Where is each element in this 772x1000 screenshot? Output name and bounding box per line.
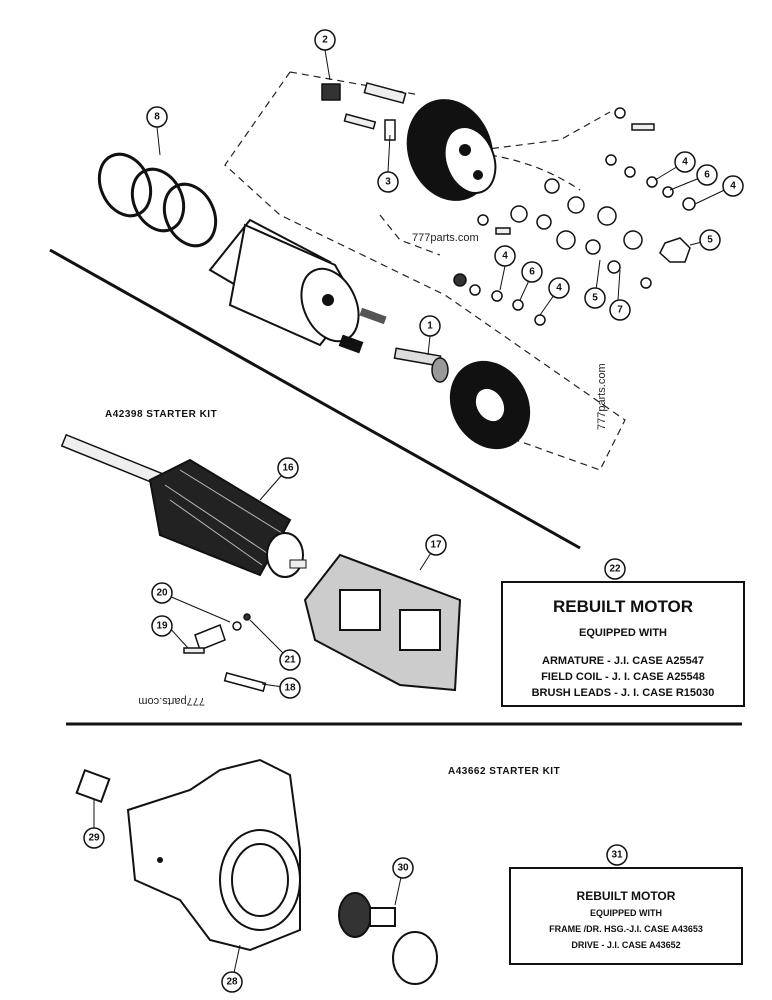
callout-20 bbox=[151, 582, 173, 604]
watermark-mid: 777parts.com bbox=[138, 695, 205, 707]
callout-num-5b: 5 bbox=[592, 293, 598, 304]
callout-22 bbox=[604, 558, 626, 580]
callout-1 bbox=[419, 315, 441, 337]
callout-num-4c: 4 bbox=[502, 251, 508, 262]
callout-num-29: 29 bbox=[88, 833, 100, 844]
callout-num-28: 28 bbox=[226, 977, 238, 988]
watermark-right: 777parts.com bbox=[596, 363, 608, 430]
upper-box-line-1: ARMATURE - J.I. CASE A25547 bbox=[542, 655, 704, 667]
callout-6a bbox=[696, 164, 718, 186]
lower-box-line-1: FRAME /DR. HSG.-J.I. CASE A43653 bbox=[549, 924, 703, 934]
callout-num-16: 16 bbox=[282, 463, 294, 474]
callout-num-3: 3 bbox=[385, 177, 391, 188]
callout-circles bbox=[83, 29, 744, 993]
callout-5b bbox=[584, 287, 606, 309]
upper-box-line-3: BRUSH LEADS - J. I. CASE R15030 bbox=[532, 687, 715, 699]
drive-housing-part bbox=[126, 758, 301, 952]
callout-num-20: 20 bbox=[156, 588, 168, 599]
callout-3 bbox=[377, 171, 399, 193]
callout-num-19: 19 bbox=[156, 621, 168, 632]
hardware-parts bbox=[321, 82, 696, 326]
snap-rings-part bbox=[97, 152, 218, 248]
callout-19 bbox=[151, 615, 173, 637]
watermark-top: 777parts.com bbox=[412, 232, 479, 244]
callout-num-18: 18 bbox=[284, 683, 296, 694]
callout-num-6b: 6 bbox=[529, 267, 535, 278]
kit-b-label: A43662 STARTER KIT bbox=[448, 766, 560, 777]
rebuilt-motor-box-lower: REBUILT MOTOR EQUIPPED WITH FRAME /DR. H… bbox=[509, 867, 743, 965]
callout-30 bbox=[392, 857, 414, 879]
upper-box-title: REBUILT MOTOR bbox=[553, 597, 693, 616]
callout-num-5a: 5 bbox=[707, 235, 713, 246]
plunger-part bbox=[393, 347, 449, 383]
lower-box-subtitle: EQUIPPED WITH bbox=[590, 908, 662, 918]
callout-num-31: 31 bbox=[611, 850, 623, 861]
solenoid-part bbox=[208, 218, 387, 354]
upper-box-subtitle: EQUIPPED WITH bbox=[579, 627, 667, 639]
callout-num-4b: 4 bbox=[730, 181, 736, 192]
callout-4d bbox=[548, 277, 570, 299]
callout-num-4a: 4 bbox=[682, 157, 688, 168]
brush-hardware-parts bbox=[183, 613, 267, 692]
field-coil-part bbox=[303, 553, 462, 692]
lower-box-line-2: DRIVE - J.I. CASE A43652 bbox=[571, 940, 680, 950]
callout-4c bbox=[494, 245, 516, 267]
upper-box-line-2: FIELD COIL - J. I. CASE A25548 bbox=[541, 671, 705, 683]
callout-num-1: 1 bbox=[427, 321, 433, 332]
callout-17 bbox=[425, 534, 447, 556]
rebuilt-motor-box-upper: REBUILT MOTOR EQUIPPED WITH ARMATURE - J… bbox=[501, 581, 745, 707]
callout-4a bbox=[674, 151, 696, 173]
armature-part bbox=[60, 433, 307, 578]
callout-7 bbox=[609, 299, 631, 321]
drive-part bbox=[338, 892, 438, 985]
diagonal-divider bbox=[49, 248, 581, 550]
callout-num-17: 17 bbox=[430, 540, 442, 551]
callout-18 bbox=[279, 677, 301, 699]
callout-29 bbox=[83, 827, 105, 849]
callout-num-21: 21 bbox=[284, 655, 296, 666]
callout-num-22: 22 bbox=[609, 564, 621, 575]
callout-28 bbox=[221, 971, 243, 993]
callout-21 bbox=[279, 649, 301, 671]
callout-16 bbox=[277, 457, 299, 479]
callout-num-7: 7 bbox=[617, 305, 623, 316]
callout-8 bbox=[146, 106, 168, 128]
kit-a-label: A42398 STARTER KIT bbox=[105, 409, 217, 420]
callout-6b bbox=[521, 261, 543, 283]
callout-5a bbox=[699, 229, 721, 251]
solenoid-cap-part bbox=[406, 99, 497, 201]
callout-num-8: 8 bbox=[154, 112, 160, 123]
bushing-part bbox=[75, 768, 111, 804]
callout-num-2: 2 bbox=[322, 35, 328, 46]
callout-2 bbox=[314, 29, 336, 51]
callout-num-30: 30 bbox=[397, 863, 409, 874]
callout-31 bbox=[606, 844, 628, 866]
end-plate-part bbox=[449, 360, 531, 450]
callout-4b bbox=[722, 175, 744, 197]
callout-num-4d: 4 bbox=[556, 283, 562, 294]
lower-box-title: REBUILT MOTOR bbox=[577, 889, 676, 903]
callout-numbers: 2 8 3 4 6 4 5 4 6 4 5 7 1 16 17 22 20 19… bbox=[88, 35, 736, 988]
callout-num-6a: 6 bbox=[704, 170, 710, 181]
